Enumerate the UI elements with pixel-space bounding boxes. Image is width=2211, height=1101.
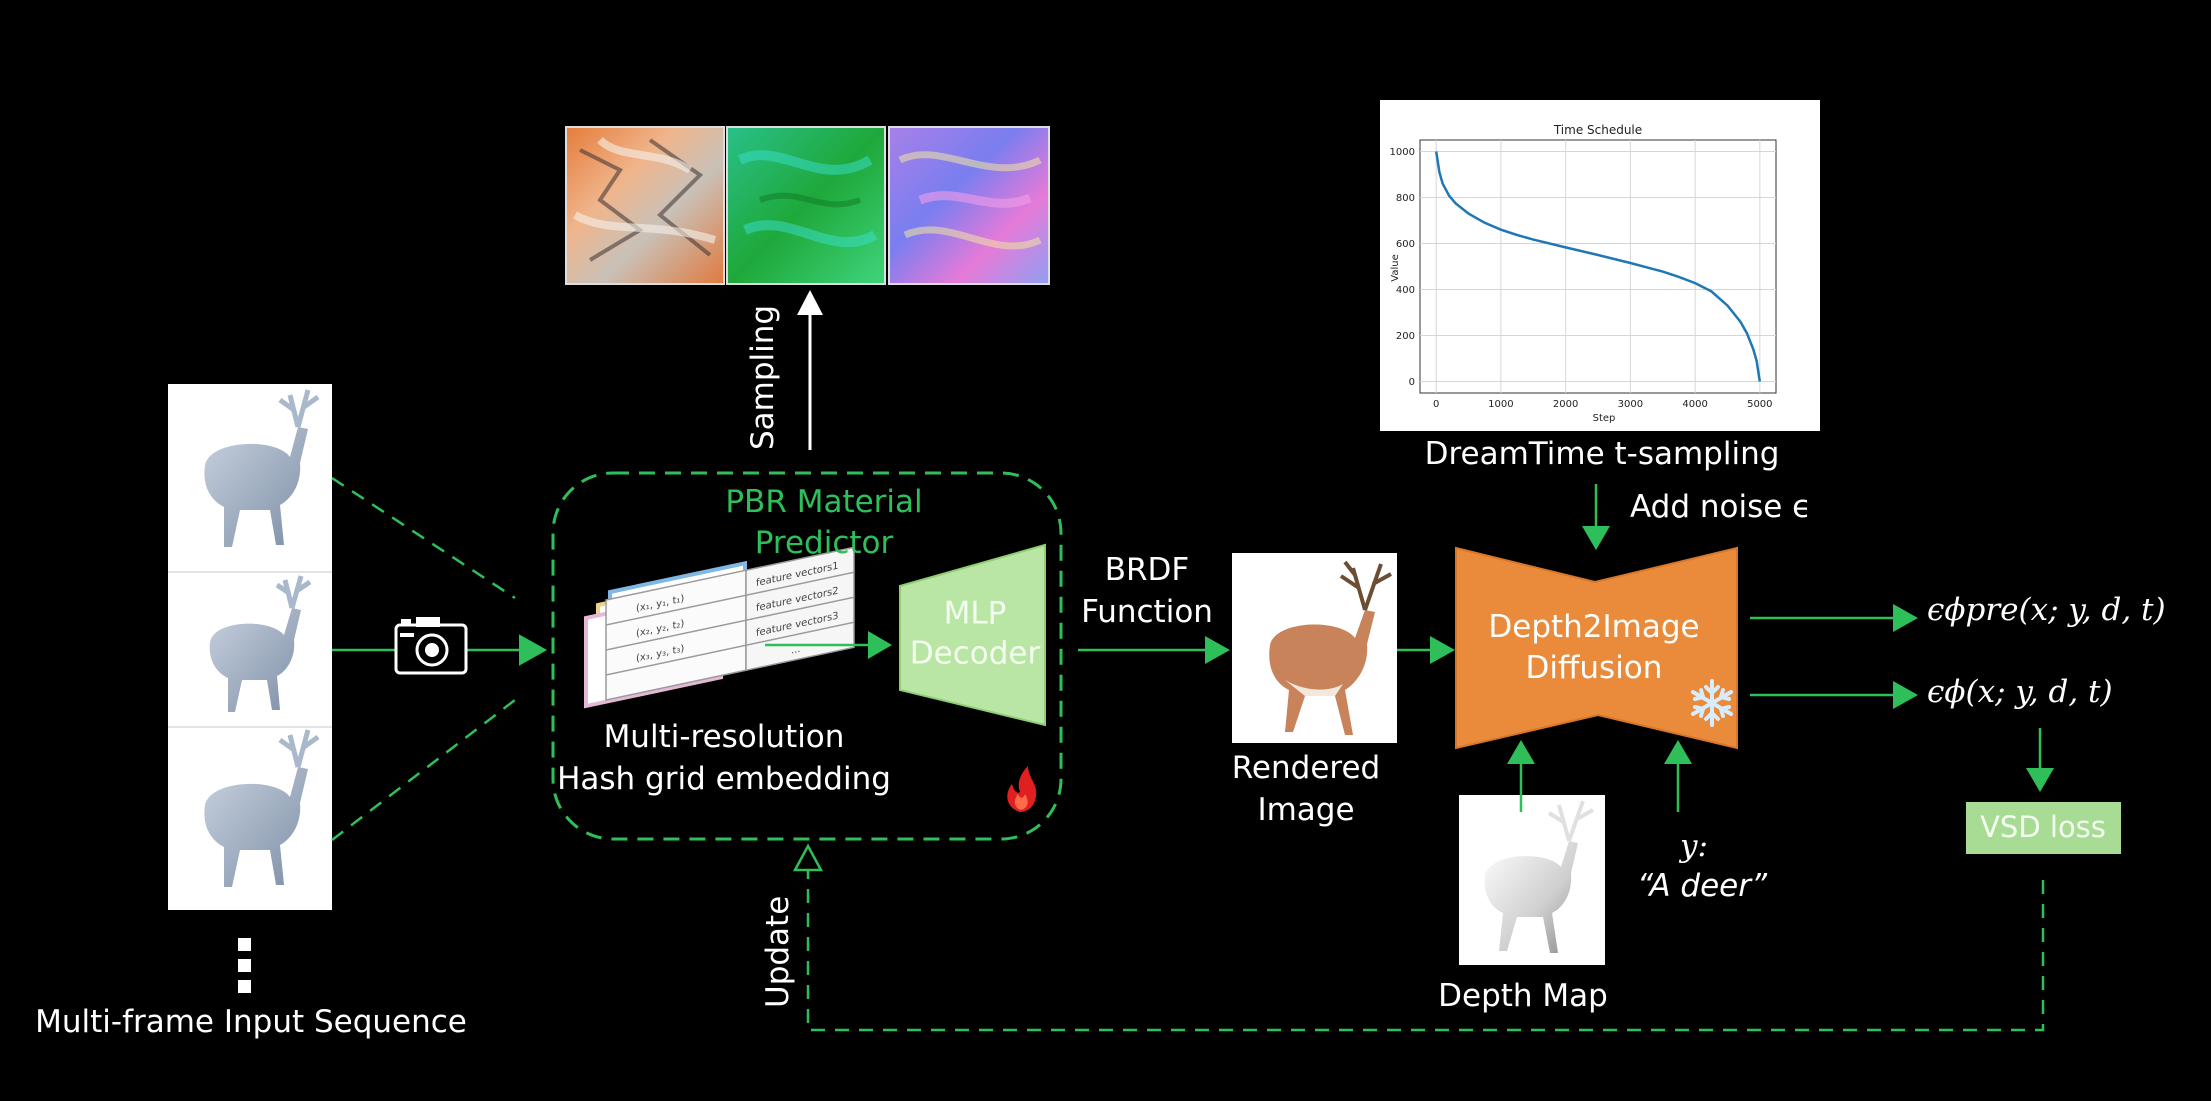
output-phi-arrowhead	[1893, 681, 1918, 709]
feature-row-4: ...	[791, 644, 801, 657]
chart-xtick-1: 1000	[1488, 399, 1513, 410]
chart-ytick-5: 1000	[1390, 147, 1415, 158]
chart-grid	[1420, 140, 1776, 393]
chart-ticks: 0 1000 2000 3000 4000 5000 0 200 400 600 800 1000	[1390, 147, 1773, 410]
vsd-loss-label: VSD loss	[1980, 810, 2106, 845]
depth-map	[1459, 795, 1605, 965]
add-noise-label: Add noise ϵ	[1630, 489, 1812, 525]
sampling-arrowhead	[797, 290, 823, 315]
camera-arrowhead	[519, 634, 548, 666]
chart-ytick-4: 800	[1396, 193, 1415, 204]
update-label: Update	[760, 895, 796, 1008]
render-to-diffusion-arrowhead	[1430, 636, 1455, 664]
chart-ylabel: Value	[1390, 254, 1401, 281]
chart-ytick-0: 0	[1409, 377, 1415, 388]
mlp-decoder-shape	[899, 543, 1046, 727]
rendered-image-label: Rendered Image	[1231, 750, 1381, 828]
chart-ytick-2: 400	[1396, 285, 1415, 296]
snowflake-icon	[1691, 679, 1733, 727]
mlp-decoder-label: MLP Decoder	[909, 595, 1041, 672]
brdf-arrowhead	[1205, 636, 1230, 664]
output-phi-formula: ϵϕ(x; y, d, t)	[1927, 674, 2113, 710]
update-path	[806, 870, 2045, 1032]
projection-lines	[331, 476, 516, 841]
vsd-loss-box	[1966, 802, 2121, 854]
texture-maps	[565, 126, 1050, 285]
diffusion-label: Depth2Image Diffusion	[1488, 609, 1700, 686]
input-deer-1	[204, 389, 320, 547]
rendered-image	[1232, 553, 1397, 743]
prompt-variable: y:	[1680, 828, 1708, 864]
input-deer-3	[204, 729, 320, 887]
prompt-arrowhead	[1664, 740, 1692, 764]
time-schedule-chart: 0 1000 2000 3000 4000 5000 0 200 400 600 800 1000 T…	[1380, 100, 1820, 431]
phi-to-vsd-arrowhead	[2026, 768, 2054, 792]
chart-plot-area	[1419, 139, 1777, 394]
hash-grid-table: (x₁, y₁, t₁) (x₂, y₂, t₂) (x₃, y₃, t₃) f…	[605, 546, 855, 701]
chart-ytick-1: 200	[1396, 331, 1415, 342]
texture-roughness	[726, 126, 886, 285]
texture-normal	[888, 126, 1050, 285]
output-pre-arrowhead	[1893, 604, 1918, 632]
dreamtime-caption: DreamTime t-sampling	[1424, 436, 1780, 472]
hash-to-mlp-arrowhead	[868, 631, 892, 659]
sampling-label: Sampling	[745, 304, 781, 450]
chart-xtick-0: 0	[1433, 399, 1439, 410]
input-caption: Multi-frame Input Sequence	[35, 1004, 467, 1040]
dreamtime-arrowhead	[1582, 526, 1610, 550]
texture-albedo	[565, 126, 725, 285]
chart-ytick-3: 600	[1396, 239, 1415, 250]
diffusion-shape	[1455, 546, 1738, 750]
chart-xtick-2: 2000	[1553, 399, 1578, 410]
hash-grid-caption: Multi-resolution Hash grid embedding	[557, 719, 891, 797]
fire-icon	[1007, 766, 1037, 812]
camera-icon	[394, 617, 468, 675]
chart-xlabel: Step	[1593, 413, 1616, 424]
update-arrowhead	[792, 843, 824, 872]
chart-series-line	[1434, 151, 1762, 382]
chart-title: Time Schedule	[1553, 123, 1642, 137]
predictor-box	[551, 471, 1063, 841]
prompt-text: “A deer”	[1636, 868, 1768, 904]
predictor-title: PBR Material Predictor	[725, 484, 923, 561]
output-pre-formula: ϵϕpre(x; y, d, t)	[1927, 592, 2166, 628]
hash-grid-stack: (x₁, y₁, t₁) (x₂, y₂, t₂) (x₃, y₃, t₃) f…	[584, 546, 855, 709]
brdf-label: BRDF Function	[1081, 552, 1213, 630]
chart-xtick-3: 3000	[1618, 399, 1643, 410]
chart-xtick-4: 4000	[1682, 399, 1707, 410]
depth-map-label: Depth Map	[1438, 978, 1608, 1014]
frames-ellipsis	[238, 938, 251, 993]
input-deer-2	[209, 575, 312, 712]
depth-arrowhead	[1507, 740, 1535, 764]
chart-xtick-5: 5000	[1747, 399, 1772, 410]
input-frames	[168, 384, 332, 910]
